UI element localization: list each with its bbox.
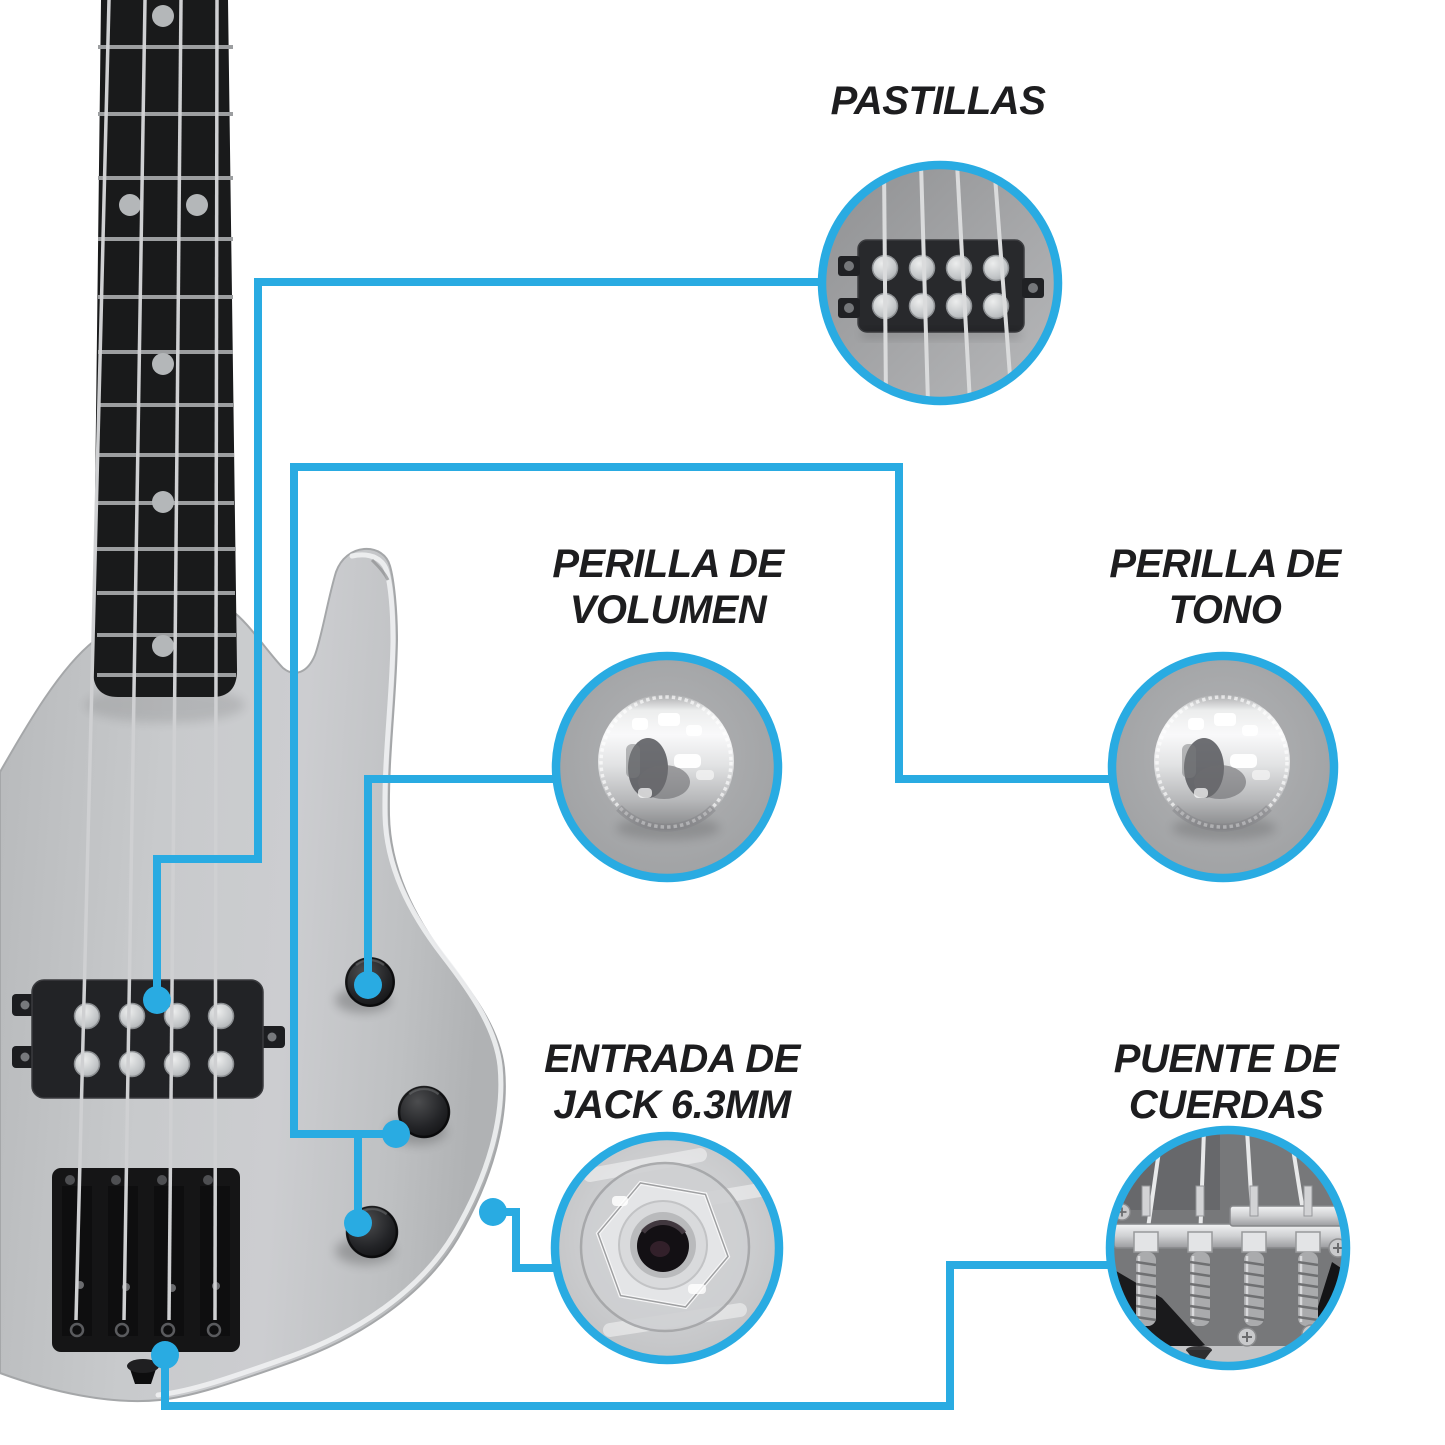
label-tono-line2: TONO — [1168, 588, 1282, 632]
pickup-detail-poles — [871, 254, 1010, 320]
label-puente: PUENTE DE CUERDAS — [1113, 1036, 1339, 1128]
detail-circle-puente — [1105, 1125, 1351, 1371]
body-edge-highlight — [155, 552, 504, 1398]
jack-circle-border — [550, 1131, 784, 1365]
connector-endpoint-dots — [143, 971, 507, 1369]
volumen-circle-border — [551, 651, 783, 883]
label-jack-line2: JACK 6.3MM — [553, 1083, 791, 1127]
guitar-strings — [74, 0, 219, 1321]
label-tono: PERILLA DE TONO — [1109, 541, 1341, 633]
connector-tono — [290, 463, 1120, 1138]
detail-circle-volumen — [551, 651, 783, 883]
connector-pastillas — [153, 278, 830, 1000]
puente-circle-border — [1105, 1125, 1351, 1371]
detail-circle-pastillas — [817, 160, 1063, 406]
label-volumen-line1: PERILLA DE — [552, 542, 784, 586]
label-tono-line1: PERILLA DE — [1109, 542, 1341, 586]
bass-guitar — [0, 0, 506, 1403]
tono-circle-border — [1107, 651, 1339, 883]
detail-circle-jack — [550, 1131, 784, 1365]
connector-puente — [161, 1261, 1120, 1410]
label-jack-line1: ENTRADA DE — [544, 1037, 800, 1081]
strap-button — [127, 1359, 159, 1384]
fretboard-inlay-dots — [119, 5, 208, 657]
connector-lines — [143, 278, 1120, 1410]
label-volumen-line2: VOLUMEN — [569, 588, 767, 632]
label-pastillas: PASTILLAS — [831, 78, 1046, 124]
label-puente-line2: CUERDAS — [1128, 1083, 1324, 1127]
label-volumen: PERILLA DE VOLUMEN — [552, 541, 784, 633]
detail-circle-tono — [1107, 651, 1339, 883]
pastillas-circle-border — [817, 160, 1063, 406]
guitar-neck — [92, 0, 238, 697]
label-puente-line1: PUENTE DE — [1113, 1037, 1339, 1081]
label-pastillas-line1: PASTILLAS — [830, 79, 1046, 123]
connector-volumen — [364, 775, 565, 985]
label-jack: ENTRADA DE JACK 6.3MM — [544, 1036, 800, 1128]
